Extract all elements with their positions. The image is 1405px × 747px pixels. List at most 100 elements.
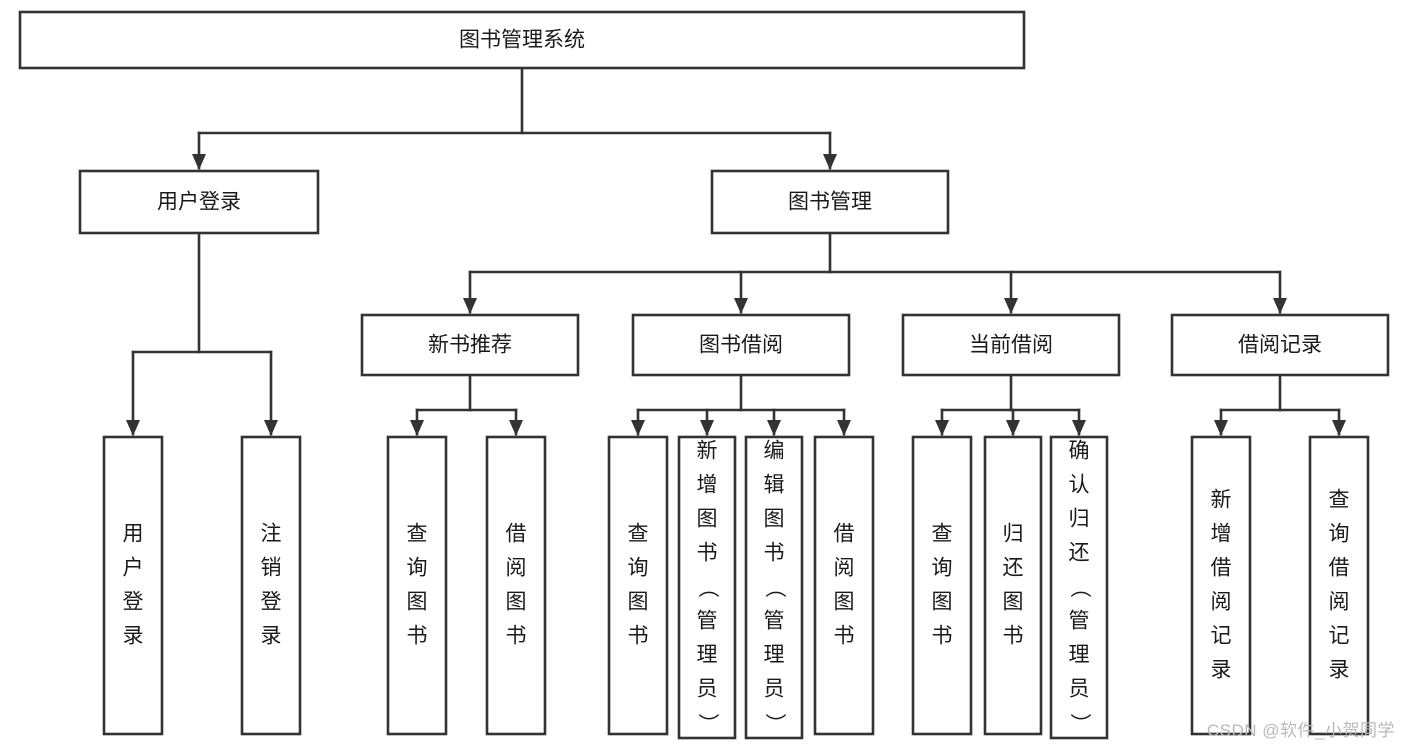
node-label-char: 归 — [1069, 508, 1090, 531]
node-label-root: 图书管理系统 — [459, 29, 585, 52]
node-label-char: 图 — [834, 591, 855, 614]
node-label-char: 图 — [1003, 591, 1024, 614]
node-label-char: 图 — [764, 508, 785, 531]
node-label-char: 员 — [697, 678, 718, 701]
node-label-borrow-record: 借阅记录 — [1238, 334, 1322, 357]
node-borrow-record[interactable]: 借阅记录 — [1170, 313, 1390, 377]
node-label-char: 录 — [261, 625, 282, 648]
node-label-char: 管 — [1069, 610, 1090, 633]
watermark-text: CSDN @软件_小贺同学 — [1206, 721, 1395, 740]
node-book-manage[interactable]: 图书管理 — [710, 169, 950, 235]
node-label-char: 销 — [261, 557, 282, 580]
node-new-book-rec[interactable]: 新书推荐 — [360, 313, 580, 377]
node-label-char: 录 — [1211, 659, 1232, 682]
node-label-char: 书 — [407, 625, 428, 648]
node-label-new-book-rec: 新书推荐 — [428, 334, 512, 357]
node-box-leaf-query-book-borrow — [607, 435, 669, 736]
node-label-char: 借 — [1211, 557, 1232, 580]
node-label-char: 新 — [697, 440, 718, 463]
node-label-char: 书 — [697, 542, 718, 565]
node-label-char: 查 — [1329, 489, 1350, 512]
node-label-char: 书 — [834, 625, 855, 648]
arrow-head-icon — [767, 420, 781, 436]
arrow-head-icon — [700, 420, 714, 436]
arrow-head-icon — [631, 420, 645, 436]
node-label-char: 查 — [628, 523, 649, 546]
node-box-leaf-user-logout — [240, 435, 302, 736]
node-box-book-manage — [710, 169, 950, 235]
node-label-char: 管 — [764, 610, 785, 633]
node-box-new-book-rec — [360, 313, 580, 377]
node-leaf-user-login[interactable]: 用户登录 — [102, 435, 164, 736]
node-label-char: 编 — [764, 440, 785, 463]
arrow-head-icon — [1273, 298, 1287, 314]
node-label-char: 查 — [407, 523, 428, 546]
arrow-head-icon — [1332, 420, 1346, 436]
node-label-char: 图 — [506, 591, 527, 614]
node-box-leaf-borrow-book-rec — [485, 435, 547, 736]
node-label-char: 阅 — [1329, 591, 1350, 614]
node-label-char: 增 — [697, 474, 718, 497]
node-label-char: 阅 — [834, 557, 855, 580]
node-layer: 图书管理系统用户登录图书管理新书推荐图书借阅当前借阅借阅记录用户登录注销登录查询… — [18, 10, 1390, 740]
node-label-char: （ — [763, 577, 786, 598]
node-label-char: 用 — [123, 523, 144, 546]
node-label-char: 书 — [506, 625, 527, 648]
node-label-char: 询 — [628, 557, 649, 580]
arrow-head-icon — [734, 298, 748, 314]
node-label-char: 图 — [932, 591, 953, 614]
node-label-char: 还 — [1003, 557, 1024, 580]
arrow-head-icon — [463, 298, 477, 314]
node-book-borrow[interactable]: 图书借阅 — [631, 313, 851, 377]
node-label-char: 书 — [764, 542, 785, 565]
arrow-head-icon — [192, 154, 206, 170]
node-label-char: （ — [696, 577, 719, 598]
node-label-current-borrow: 当前借阅 — [969, 334, 1053, 357]
node-box-leaf-user-login — [102, 435, 164, 736]
node-label-char: 归 — [1003, 523, 1024, 546]
node-box-user-login — [78, 169, 320, 235]
arrow-head-icon — [410, 420, 424, 436]
arrow-head-icon — [264, 420, 278, 436]
node-current-borrow[interactable]: 当前借阅 — [901, 313, 1121, 377]
arrow-head-icon — [1004, 298, 1018, 314]
node-label-char: ） — [696, 713, 719, 734]
node-label-char: ） — [763, 713, 786, 734]
node-label-char: 询 — [1329, 523, 1350, 546]
node-label-char: 员 — [1069, 678, 1090, 701]
node-user-login[interactable]: 用户登录 — [78, 169, 320, 235]
node-box-leaf-borrow-book — [813, 435, 875, 736]
node-label-char: 询 — [407, 557, 428, 580]
node-box-book-borrow — [631, 313, 851, 377]
node-label-char: （ — [1068, 577, 1091, 598]
connector-layer — [126, 66, 1346, 436]
node-label-user-login: 用户登录 — [157, 191, 241, 214]
node-label-char: 书 — [1003, 625, 1024, 648]
node-box-leaf-query-book-rec — [386, 435, 448, 736]
node-label-char: 记 — [1211, 625, 1232, 648]
node-label-char: 登 — [123, 591, 144, 614]
node-box-leaf-query-borrow-record — [1308, 435, 1370, 736]
node-label-char: 增 — [1211, 523, 1232, 546]
node-label-char: 书 — [628, 625, 649, 648]
node-label-char: 登 — [261, 591, 282, 614]
node-label-char: 图 — [628, 591, 649, 614]
node-label-char: 记 — [1329, 625, 1350, 648]
node-label-char: 辑 — [764, 474, 785, 497]
arrow-head-icon — [1006, 420, 1020, 436]
node-root[interactable]: 图书管理系统 — [18, 10, 1026, 70]
